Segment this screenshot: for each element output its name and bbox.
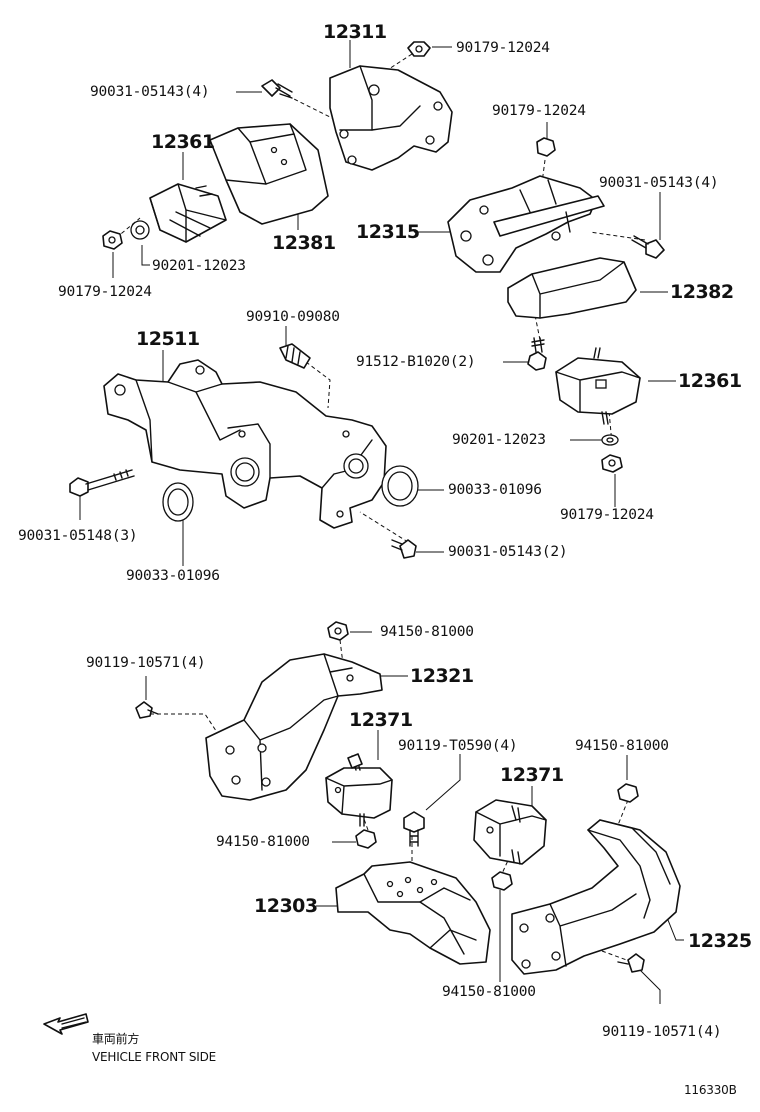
part-12315-bracket xyxy=(447,175,605,273)
part-12371-insulator-right xyxy=(473,799,547,865)
part-12325-bracket xyxy=(511,819,681,975)
part-12303-label: 12303 xyxy=(254,895,318,917)
part-12382-cover xyxy=(507,257,637,319)
nut-90179-12024-left-label: 90179-12024 xyxy=(58,284,152,300)
gasket-90033-01096-right-label: 90033-01096 xyxy=(448,482,542,498)
bolt-90910 xyxy=(279,343,311,369)
gaskets-90033 xyxy=(162,465,419,522)
nut-94150-left xyxy=(355,829,377,849)
bolt-90910-09080-label: 90910-09080 xyxy=(246,309,340,325)
nut-94150-bottom xyxy=(491,871,513,891)
part-12511-label: 12511 xyxy=(136,328,200,350)
part-12382-label: 12382 xyxy=(670,281,734,303)
bolt-90031-05143-2-label: 90031-05143(2) xyxy=(448,544,568,560)
part-12371-insulator-left xyxy=(325,753,393,827)
fasteners-top xyxy=(102,41,665,259)
illustration-id: 116330B xyxy=(684,1083,737,1097)
nut-94150-81000-left-label: 94150-81000 xyxy=(216,834,310,850)
bolt-90119-T0590 xyxy=(403,811,425,847)
gasket-90033-01096-left-label: 90033-01096 xyxy=(126,568,220,584)
part-12511-bracket xyxy=(103,359,387,529)
part-12315-label: 12315 xyxy=(356,221,420,243)
leader-lines xyxy=(79,40,684,1004)
bolt-91512 xyxy=(527,337,547,371)
part-12371-right-label: 12371 xyxy=(500,764,564,786)
washer-90201-12023-right-label: 90201-12023 xyxy=(452,432,546,448)
part-12325-label: 12325 xyxy=(688,930,752,952)
bolt-90119-10571-right-label: 90119-10571(4) xyxy=(602,1024,722,1040)
bolt-90179-12024-top-label: 90179-12024 xyxy=(456,40,550,56)
part-12361-right-label: 12361 xyxy=(678,370,742,392)
bolt-90031-05143-left-label: 90031-05143(4) xyxy=(90,84,210,100)
bolt-90179-12024-mid-label: 90179-12024 xyxy=(492,103,586,119)
nut-94150-81000-bottom-label: 94150-81000 xyxy=(442,984,536,1000)
front-direction-label-english: VEHICLE FRONT SIDE xyxy=(92,1050,216,1064)
part-12361-insulator-left xyxy=(149,183,227,243)
nut-94150-81000-right-label: 94150-81000 xyxy=(575,738,669,754)
bolt-90031-05143-2 xyxy=(391,539,417,559)
part-12311-label: 12311 xyxy=(323,21,387,43)
part-12381-label: 12381 xyxy=(272,232,336,254)
part-12321-bracket xyxy=(205,653,383,801)
bolt-90119-T0590-label: 90119-T0590(4) xyxy=(398,738,518,754)
nut-90179-12024-right-label: 90179-12024 xyxy=(560,507,654,523)
part-12361-insulator-right xyxy=(555,347,641,425)
nut-94150-top xyxy=(327,621,349,641)
part-12321-label: 12321 xyxy=(410,665,474,687)
bolt-90119-right xyxy=(617,953,645,973)
bolt-91512-B1020-label: 91512-B1020(2) xyxy=(356,354,476,370)
bolt-90031-05148-label: 90031-05148(3) xyxy=(18,528,138,544)
bolt-90119-left xyxy=(135,701,159,719)
bolt-90031-05148 xyxy=(69,469,135,497)
part-12371-left-label: 12371 xyxy=(349,709,413,731)
part-12361-left-label: 12361 xyxy=(151,131,215,153)
fasteners-right xyxy=(601,434,623,473)
front-direction-arrow xyxy=(43,1013,89,1035)
bolt-90031-05143-right-label: 90031-05143(4) xyxy=(599,175,719,191)
part-12303-bracket xyxy=(335,861,491,965)
part-12311-bracket xyxy=(329,65,453,171)
washer-90201-12023-left-label: 90201-12023 xyxy=(152,258,246,274)
front-direction-label-japanese: 車両前方 xyxy=(92,1032,140,1046)
nut-94150-81000-top-label: 94150-81000 xyxy=(380,624,474,640)
bolt-90119-10571-left-label: 90119-10571(4) xyxy=(86,655,206,671)
part-12381-cover xyxy=(209,123,329,225)
nut-94150-right xyxy=(617,783,639,803)
